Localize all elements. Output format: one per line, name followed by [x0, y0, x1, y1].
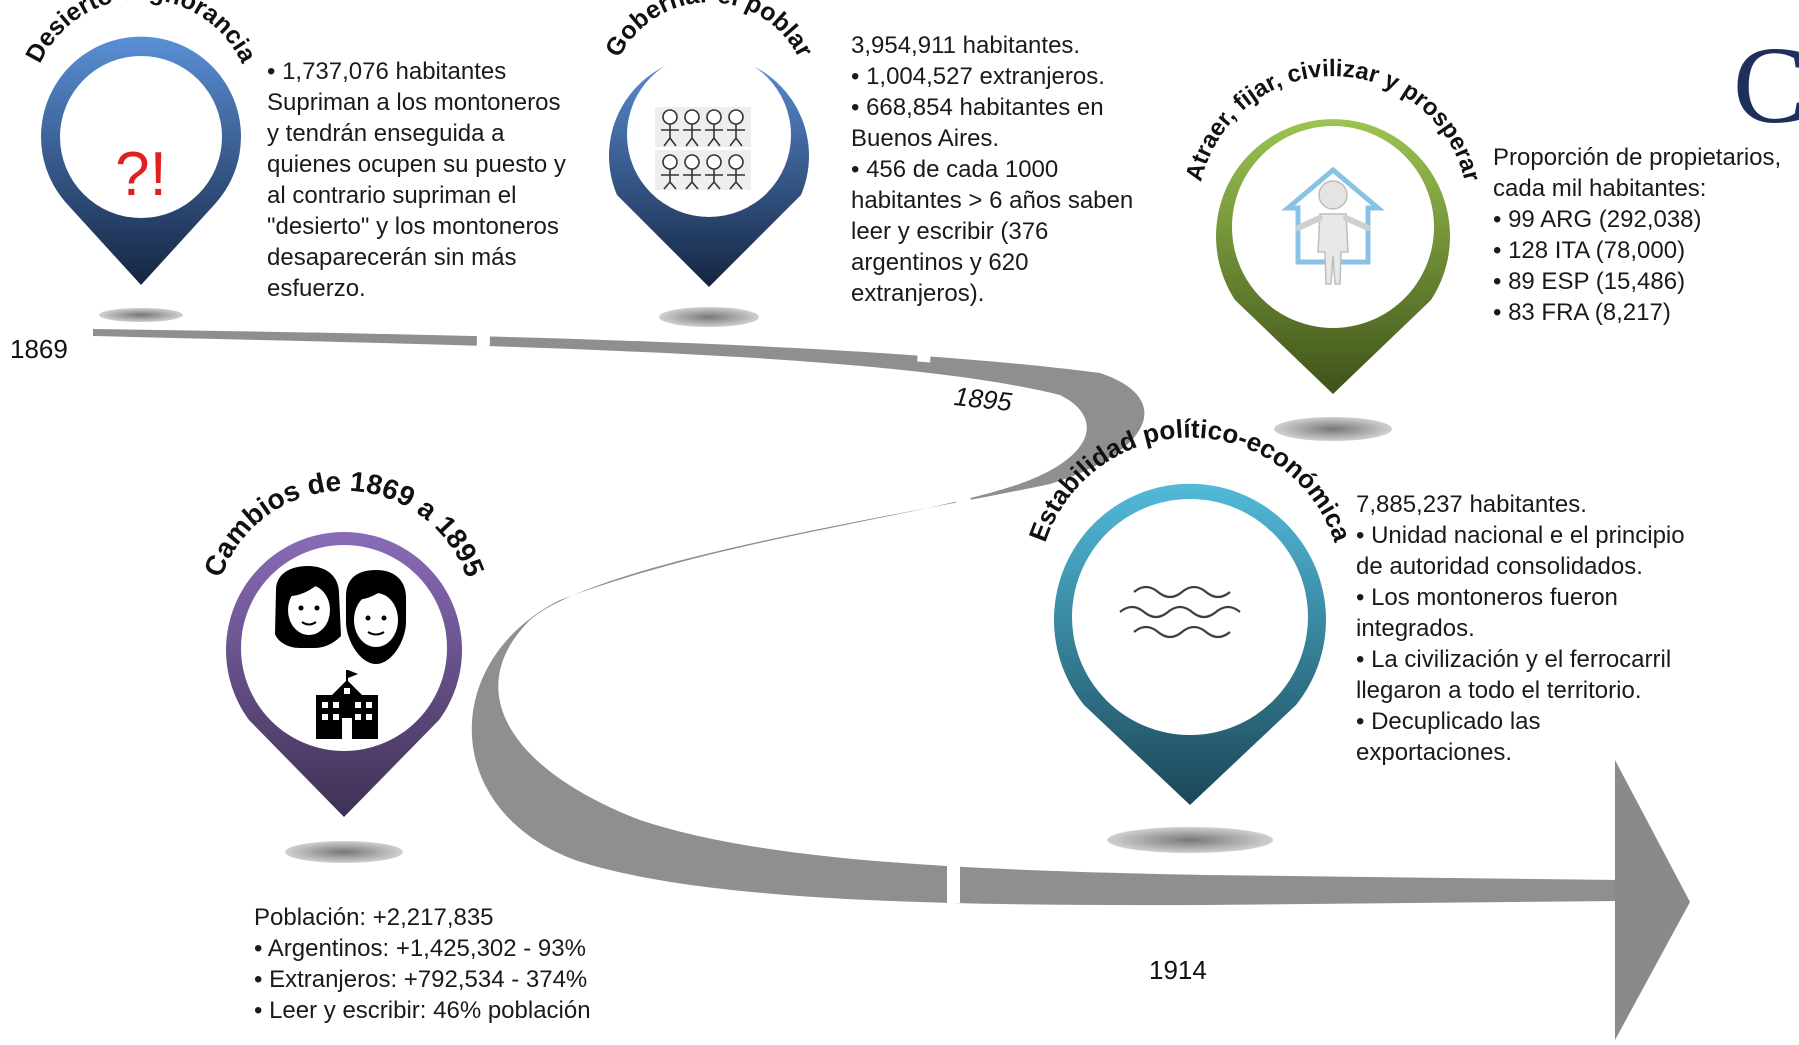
svg-text:8: 8	[95, 95, 106, 117]
text-line: 3,954,911 habitantes.	[851, 32, 1081, 59]
question-exclamation-icon: ?!	[115, 140, 167, 209]
text-line: y tendrán enseguida a	[267, 120, 505, 147]
text-line: al contrario supriman el	[267, 182, 517, 209]
arrow-head	[1615, 760, 1690, 1040]
text-line: • 668,854 habitantes en	[851, 94, 1104, 121]
text-line: Proporción de propietarios,	[1493, 144, 1782, 171]
children-drawing-icon	[655, 107, 751, 190]
text-line: • 1,004,527 extranjeros.	[851, 63, 1105, 90]
text-line: desaparecerán sin más	[267, 244, 517, 271]
pin2-shadow	[659, 307, 759, 327]
text-line: • 1,737,076 habitantes	[267, 58, 507, 85]
pin4-shadow	[285, 841, 403, 863]
pin2-title: Gobernar el poblar	[600, 0, 819, 62]
text-line: leer y escribir (376	[851, 218, 1049, 245]
text-line: Buenos Aires.	[851, 125, 1000, 152]
text-line: de autoridad consolidados.	[1356, 553, 1643, 580]
text-line: integrados.	[1356, 615, 1475, 642]
desierto-text: • 1,737,076 habitantes Supriman a los mo…	[267, 56, 566, 304]
text-line: 7,885,237 habitantes.	[1356, 491, 1587, 518]
text-line: • 128 ITA (78,000)	[1493, 237, 1686, 264]
people-school-icon	[275, 566, 406, 739]
year-end-label: 1914	[1149, 955, 1207, 985]
gobernar-text: 3,954,911 habitantes. • 1,004,527 extran…	[851, 30, 1133, 309]
text-line: • Unidad nacional e el principio	[1356, 522, 1685, 549]
text-line: • Argentinos: +1,425,302 - 93%	[254, 935, 586, 962]
text-line: Población: +2,217,835	[254, 904, 494, 931]
svg-text:?!: ?!	[115, 140, 167, 209]
text-line: • Decuplicado las	[1356, 708, 1541, 735]
text-line: "desierto" y los montoneros	[267, 213, 559, 240]
estabilidad-text: 7,885,237 habitantes. • Unidad nacional …	[1356, 489, 1685, 768]
year-mid-label: 1895	[952, 381, 1014, 417]
pin1-shadow	[99, 308, 183, 322]
pin5-shadow	[1107, 827, 1273, 853]
text-line: cada mil habitantes:	[1493, 175, 1707, 202]
text-line: • 456 de cada 1000	[851, 156, 1059, 183]
text-line: llegaron a todo el territorio.	[1356, 677, 1642, 704]
small-mark-icon: 8	[95, 95, 106, 117]
year-start-label: 1869	[10, 334, 68, 364]
text-line: • Extranjeros: +792,534 - 374%	[254, 966, 588, 993]
road-gaps	[476, 319, 975, 903]
text-line: quienes ocupen su puesto y	[267, 151, 566, 178]
person-house-icon	[1281, 166, 1385, 285]
text-line: • Los montoneros fueron	[1356, 584, 1618, 611]
text-line: Supriman a los montoneros	[267, 89, 561, 116]
text-line: esfuerzo.	[267, 275, 366, 302]
text-line: • 89 ESP (15,486)	[1493, 268, 1686, 295]
corner-letter: C	[1733, 24, 1799, 146]
propietarios-text: Proporción de propietarios, cada mil hab…	[1493, 142, 1781, 328]
waves-icon	[1119, 585, 1241, 639]
pin3-shadow	[1274, 417, 1392, 441]
text-line: • 99 ARG (292,038)	[1493, 206, 1702, 233]
text-line: • Leer y escribir: 46% población	[254, 997, 591, 1024]
text-line: argentinos y 620	[851, 249, 1029, 276]
text-line: exportaciones.	[1356, 739, 1513, 766]
text-line: habitantes > 6 años saben	[851, 187, 1134, 214]
cambios-text: Población: +2,217,835 • Argentinos: +1,4…	[254, 902, 591, 1026]
text-line: extranjeros).	[851, 280, 985, 307]
text-line: • 83 FRA (8,217)	[1493, 299, 1671, 326]
text-line: • La civilización y el ferrocarril	[1356, 646, 1672, 673]
